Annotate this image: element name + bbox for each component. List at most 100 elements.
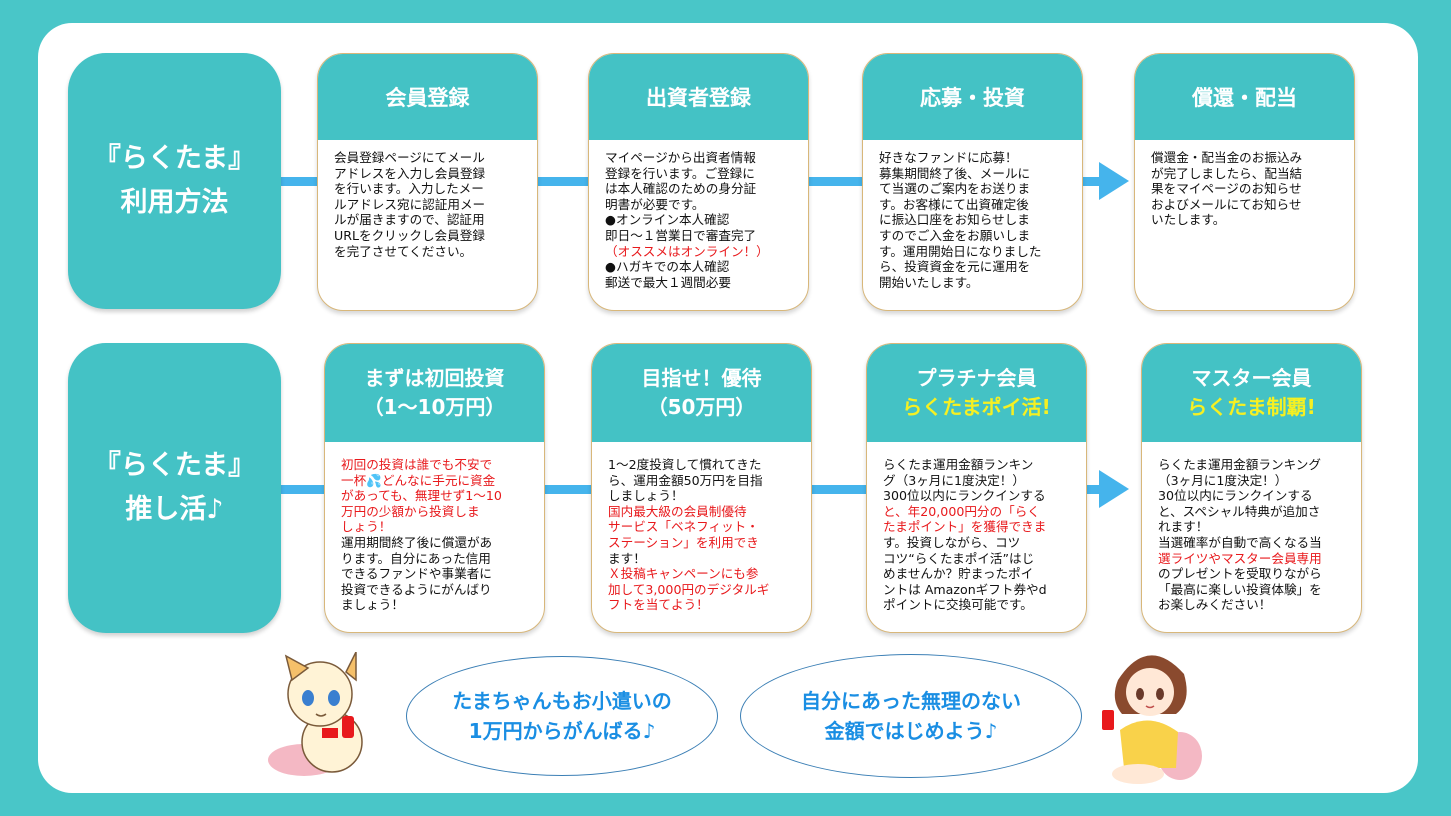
- card-text-line: フトを当てよう！: [608, 597, 709, 613]
- bubble-text-line: たまちゃんもお小遣いの: [452, 689, 672, 713]
- card-text-line: す。運用開始日になりました: [879, 243, 1042, 259]
- card-text-line: と、スペシャル特典が追加さ: [1158, 503, 1321, 519]
- card-text-line: 国内最大級の会員制優待: [608, 503, 747, 519]
- card-title: 会員登録: [318, 54, 537, 140]
- card-text-line: （3ヶ月に1度決定！）: [1158, 472, 1288, 488]
- card-text-line: のプレゼントを受取りながら: [1158, 566, 1322, 582]
- card-text-line: 果をマイページのお知らせ: [1151, 181, 1302, 197]
- card-text-line: ●オンライン本人確認: [605, 212, 730, 228]
- card-text-line: 投資できるようにがんばり: [341, 581, 492, 597]
- card-text-line: マイページから出資者情報: [605, 150, 756, 165]
- card-title-line: まずは初回投資: [364, 366, 505, 390]
- card-text-line: 選ライツやマスター会員専用: [1158, 550, 1322, 566]
- card-text-line: （オススメはオンライン！）: [605, 243, 769, 259]
- card-text-line: 好きなファンドに応募！: [879, 150, 1018, 165]
- card-text-line: 当選確率が自動で高くなる当: [1158, 534, 1322, 550]
- card-title-line: （1〜10万円）: [363, 395, 506, 419]
- step-card-investor-registration: 出資者登録 マイページから出資者情報 登録を行います。ご登録に は本人確認のため…: [588, 53, 809, 311]
- step-card-redemption: 償還・配当 償還金・配当金のお振込み が完了しましたら、配当結 果をマイページの…: [1134, 53, 1355, 311]
- card-title: まずは初回投資 （1〜10万円）: [325, 344, 544, 442]
- card-text-line: があっても、無理せず1〜10: [341, 488, 502, 504]
- card-text-line: 償還金・配当金のお振込み: [1151, 150, 1303, 165]
- card-text-line: ●ハガキでの本人確認: [605, 259, 730, 275]
- card-body: 償還金・配当金のお振込み が完了しましたら、配当結 果をマイページのお知らせ お…: [1135, 140, 1354, 228]
- section-label-line: 利用方法: [120, 187, 229, 218]
- card-text-line: ましょう！: [341, 597, 404, 613]
- card-text-line: らくたま運用金額ランキン: [883, 457, 1034, 472]
- card-text-line: ルアドレス宛に認証用メー: [334, 196, 486, 212]
- card-text-line: れます！: [1158, 519, 1209, 535]
- card-text-line: コツ“らくたまポイ活”はじ: [883, 550, 1035, 566]
- card-text-line: できるファンドや事業者に: [341, 566, 492, 582]
- flow-arrow-head: [1099, 162, 1129, 200]
- bubble-text-line: 自分にあった無理のない: [801, 689, 1021, 713]
- section-label-line: 『らくたま』: [93, 143, 256, 174]
- stage-card-master: マスター会員 らくたま制覇! らくたま運用金額ランキング （3ヶ月に1度決定！）…: [1141, 343, 1362, 633]
- stage-card-platinum: プラチナ会員 らくたまポイ活! らくたま運用金額ランキン グ（3ヶ月に1度決定！…: [866, 343, 1087, 633]
- speech-bubble-cat: たまちゃんもお小遣いの 1万円からがんばる♪: [406, 656, 718, 776]
- girl-mascot-illustration: [1102, 655, 1202, 784]
- card-text-line: 郵送で最大１週間必要: [605, 274, 731, 290]
- step-card-registration: 会員登録 会員登録ページにてメール アドレスを入力し会員登録 を行います。入力し…: [317, 53, 538, 311]
- card-title-line: 会員登録: [385, 86, 470, 110]
- bubble-text-line: 金額ではじめよう♪: [824, 719, 998, 743]
- card-text-line: と、年20,000円分の「らく: [883, 503, 1040, 519]
- card-text-line: 300位以内にランクインする: [883, 488, 1046, 504]
- card-title-line: 目指せ！優待: [641, 366, 762, 390]
- card-title: プラチナ会員 らくたまポイ活!: [867, 344, 1086, 442]
- card-text-line: ポイントに交換可能です。: [883, 597, 1033, 613]
- card-text-line: Ｘ投稿キャンペーンにも参: [608, 566, 759, 582]
- card-body: らくたま運用金額ランキン グ（3ヶ月に1度決定！） 300位以内にランクインする…: [867, 442, 1086, 613]
- card-text-line: 登録を行います。ご登録に: [605, 165, 755, 181]
- card-text-line: いたします。: [1151, 212, 1226, 228]
- card-text-line: 1〜2度投資して慣れてきた: [608, 457, 762, 472]
- card-text-line: 開始いたします。: [879, 274, 979, 290]
- card-text-line: およびメールにてお知らせ: [1151, 196, 1302, 212]
- card-text-line: らくたま運用金額ランキング: [1158, 457, 1321, 472]
- card-body: マイページから出資者情報 登録を行います。ご登録に は本人確認のための身分証 明…: [589, 140, 808, 290]
- card-text-line: 会員登録ページにてメール: [334, 150, 485, 165]
- section-label-oshikatsu: 『らくたま』 推し活♪: [68, 343, 281, 633]
- card-title-highlight: らくたまポイ活!: [902, 395, 1051, 419]
- bubble-text-line: 1万円からがんばる♪: [468, 719, 656, 743]
- card-title-line: プラチナ会員: [916, 366, 1037, 390]
- card-body: 1〜2度投資して慣れてきた ら、運用金額50万円を目指 しましょう！ 国内最大級…: [592, 442, 811, 613]
- card-title: マスター会員 らくたま制覇!: [1142, 344, 1361, 442]
- card-text-line: す。投資しながら、コツ: [883, 534, 1021, 550]
- card-title-line: （50万円）: [647, 395, 756, 419]
- step-card-apply-invest: 応募・投資 好きなファンドに応募！ 募集期間終了後、メールに て当選のご案内をお…: [862, 53, 1083, 311]
- card-title: 目指せ！優待 （50万円）: [592, 344, 811, 442]
- card-text-line: お楽しみください！: [1158, 597, 1272, 613]
- card-text-line: は本人確認のための身分証: [605, 181, 757, 197]
- card-text-line: 明書が必要です。: [605, 196, 705, 212]
- card-text-line: サービス「ベネフィット・: [608, 519, 759, 535]
- card-text-line: URLをクリックし会員登録: [334, 227, 485, 243]
- card-text-line: 「最高に楽しい投資体験」を: [1158, 581, 1322, 597]
- card-text-line: たまポイント」を獲得できま: [883, 519, 1047, 535]
- section-label-usage: 『らくたま』 利用方法: [68, 53, 281, 309]
- card-text-line: ます！: [608, 550, 646, 566]
- speech-bubble-girl: 自分にあった無理のない 金額ではじめよう♪: [740, 654, 1082, 778]
- card-text-line: て当選のご案内をお送りま: [879, 181, 1031, 197]
- card-text-line: 加して3,000円のデジタルギ: [608, 581, 770, 597]
- card-title-line: 出資者登録: [646, 86, 751, 110]
- card-text-line: ステーション」を利用でき: [608, 534, 759, 550]
- card-text-line: ります。自分にあった信用: [341, 550, 491, 566]
- section-label-line: 推し活♪: [125, 494, 224, 525]
- cat-mascot-illustration: [268, 652, 363, 776]
- card-text-line: す。お客様にて出資確定後: [879, 196, 1029, 212]
- card-text-line: 募集期間終了後、メールに: [879, 165, 1031, 181]
- card-text-line: 一杯💦どんなに手元に資金: [341, 472, 496, 488]
- section-label-line: 『らくたま』: [93, 450, 256, 481]
- card-body: らくたま運用金額ランキング （3ヶ月に1度決定！） 30位以内にランクインする …: [1142, 442, 1361, 613]
- card-body: 好きなファンドに応募！ 募集期間終了後、メールに て当選のご案内をお送りま す。…: [863, 140, 1082, 290]
- card-title: 応募・投資: [863, 54, 1082, 140]
- card-text-line: ら、投資資金を元に運用を: [879, 259, 1031, 275]
- card-text-line: アドレスを入力し会員登録: [334, 165, 486, 181]
- card-text-line: 初回の投資は誰でも不安で: [341, 457, 493, 472]
- card-text-line: しましょう！: [608, 488, 684, 504]
- card-text-line: しょう！: [341, 519, 392, 535]
- card-text-line: めませんか？貯まったポイ: [883, 566, 1034, 582]
- card-text-line: 運用期間終了後に償還があ: [341, 534, 493, 550]
- stage-card-first-investment: まずは初回投資 （1〜10万円） 初回の投資は誰でも不安で 一杯💦どんなに手元に…: [324, 343, 545, 633]
